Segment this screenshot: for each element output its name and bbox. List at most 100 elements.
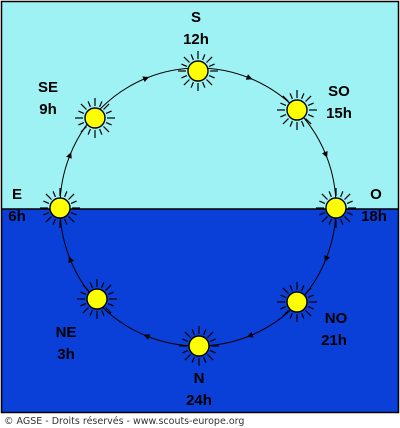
sun-ray bbox=[321, 193, 328, 200]
sun-disc bbox=[49, 197, 71, 219]
sun-ray bbox=[52, 191, 56, 198]
sun-ray bbox=[183, 79, 190, 86]
sun-ray bbox=[181, 75, 188, 79]
hour-label-o: 18h bbox=[361, 208, 387, 225]
sun-ray bbox=[305, 95, 312, 102]
sun-ray bbox=[209, 338, 216, 342]
sun-ray bbox=[346, 200, 353, 204]
sun-ray bbox=[282, 287, 289, 294]
sun-ray bbox=[282, 95, 289, 102]
sun-ray bbox=[89, 282, 93, 289]
sun-ray bbox=[99, 101, 103, 108]
sun-ray bbox=[206, 56, 213, 63]
sun-disc bbox=[286, 291, 308, 313]
sun-ray bbox=[328, 191, 332, 198]
direction-label-e: E bbox=[12, 186, 22, 203]
sun-ray bbox=[209, 350, 216, 354]
orbit-arrow bbox=[322, 151, 328, 158]
sun-ray bbox=[80, 126, 87, 133]
sun-ray bbox=[78, 122, 85, 126]
hour-label-ne: 3h bbox=[57, 346, 75, 363]
diagram-frame bbox=[0, 0, 400, 414]
sun-ray bbox=[68, 193, 75, 200]
sun-ray bbox=[202, 81, 206, 88]
sun-ray bbox=[43, 200, 50, 204]
orbit-arrow bbox=[68, 256, 74, 263]
sun-ray bbox=[305, 310, 312, 317]
sun-se bbox=[75, 98, 115, 138]
sun-ray bbox=[105, 122, 112, 126]
sun-ray bbox=[301, 312, 305, 319]
sun-ray bbox=[107, 291, 114, 295]
orbit-arrow bbox=[246, 332, 254, 338]
sun-ray bbox=[68, 216, 75, 223]
sun-ray bbox=[182, 338, 189, 342]
sun-ray bbox=[289, 312, 293, 319]
direction-label-o: O bbox=[370, 186, 382, 203]
sun-ray bbox=[105, 284, 112, 291]
sun-ray bbox=[206, 79, 213, 86]
sun-ray bbox=[82, 307, 89, 314]
sun-ray bbox=[307, 114, 314, 118]
sun-ray bbox=[280, 114, 287, 118]
sun-ray bbox=[64, 218, 68, 225]
sun-ray bbox=[80, 103, 87, 110]
sun-ray bbox=[191, 356, 195, 363]
sun-ray bbox=[70, 212, 77, 216]
direction-label-se: SE bbox=[38, 79, 58, 96]
orbit-arrows bbox=[66, 74, 330, 340]
orbit-arrow bbox=[66, 152, 72, 159]
sun-ray bbox=[319, 200, 326, 204]
orbit-arrow bbox=[245, 74, 253, 80]
sun-ray bbox=[45, 193, 52, 200]
sun-ray bbox=[52, 218, 56, 225]
sun-n bbox=[179, 326, 219, 366]
sun-disc bbox=[188, 335, 210, 357]
sun-ray bbox=[103, 126, 110, 133]
sun-ray bbox=[203, 356, 207, 363]
sun-no bbox=[277, 282, 317, 322]
sun-ray bbox=[207, 331, 214, 338]
hour-label-n: 24h bbox=[186, 392, 212, 409]
hour-label-e: 6h bbox=[8, 208, 26, 225]
sun-disc bbox=[84, 107, 106, 129]
orbit-arrow bbox=[143, 334, 151, 340]
sun-ray bbox=[321, 216, 328, 223]
sun-ray bbox=[101, 282, 105, 289]
sun-ray bbox=[307, 294, 314, 298]
sun-disc bbox=[286, 99, 308, 121]
sun-so bbox=[277, 90, 317, 130]
hour-label-so: 15h bbox=[326, 105, 352, 122]
sun-ray bbox=[340, 218, 344, 225]
sun-ray bbox=[289, 93, 293, 100]
sun-ray bbox=[70, 200, 77, 204]
sun-o bbox=[316, 188, 356, 228]
sun-ray bbox=[190, 54, 194, 61]
sun-ray bbox=[344, 216, 351, 223]
sun-ray bbox=[89, 309, 93, 316]
sun-ray bbox=[305, 287, 312, 294]
sun-ray bbox=[107, 303, 114, 307]
sun-ray bbox=[64, 191, 68, 198]
sun-ray bbox=[301, 285, 305, 292]
sun-ray bbox=[43, 212, 50, 216]
sun-ray bbox=[87, 101, 91, 108]
sun-ray bbox=[328, 218, 332, 225]
sun-ray bbox=[190, 81, 194, 88]
sun-ray bbox=[280, 102, 287, 106]
sun-disc bbox=[325, 197, 347, 219]
sun-ray bbox=[282, 310, 289, 317]
sun-ray bbox=[282, 118, 289, 125]
sun-ray bbox=[301, 120, 305, 127]
direction-label-no: NO bbox=[325, 310, 348, 327]
sun-ray bbox=[340, 191, 344, 198]
sun-ray bbox=[307, 306, 314, 310]
sun-s bbox=[178, 51, 218, 91]
sun-ray bbox=[80, 303, 87, 307]
sun-ray bbox=[87, 128, 91, 135]
sun-ray bbox=[301, 93, 305, 100]
sun-ray bbox=[183, 56, 190, 63]
sun-ray bbox=[45, 216, 52, 223]
ground-area bbox=[2, 209, 398, 412]
